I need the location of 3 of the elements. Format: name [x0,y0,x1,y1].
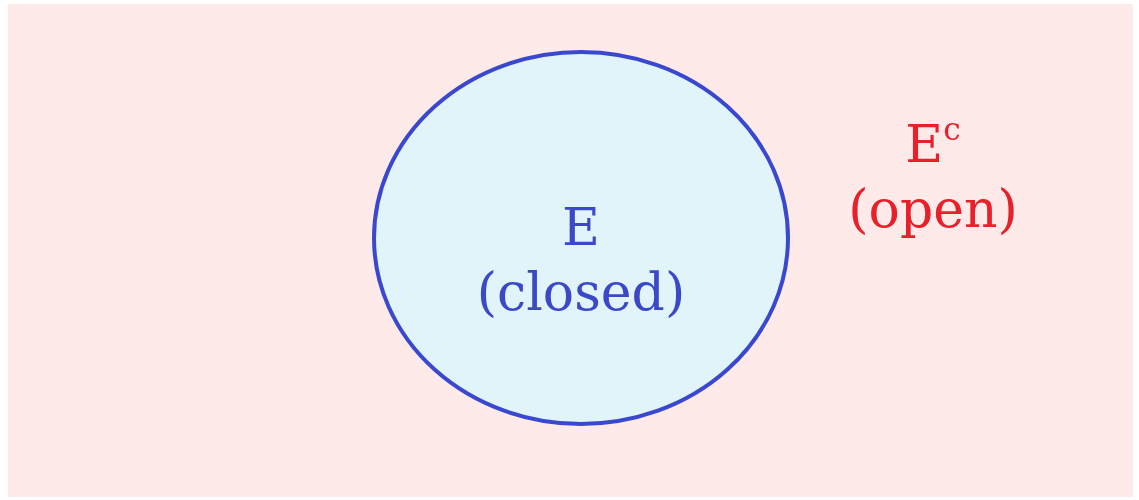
set-label: E (closed) [475,196,687,324]
set-label: E$^{c}$ (open) [847,112,1019,241]
complement-region [8,4,1133,497]
